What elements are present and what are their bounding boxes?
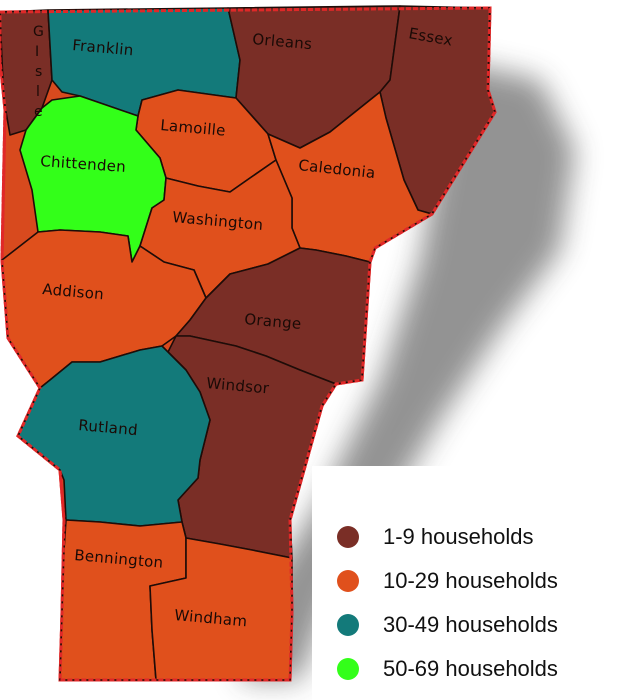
label-windsor: Windsor <box>206 374 271 397</box>
legend-label: 30-49 households <box>383 612 558 637</box>
grand-isle-letter: I <box>35 44 39 60</box>
label-orleans: Orleans <box>252 30 313 53</box>
legend-swatch-1-9 <box>337 526 359 548</box>
grand-isle-letter: e <box>34 104 43 120</box>
legend: 1-9 households 10-29 households 30-49 ho… <box>312 466 621 700</box>
legend-swatch-50-69 <box>337 658 359 680</box>
label-addison: Addison <box>42 280 105 303</box>
legend-item: 50-69 households <box>337 654 558 684</box>
legend-item: 30-49 households <box>337 610 558 640</box>
label-rutland: Rutland <box>78 416 139 439</box>
county-windham[interactable] <box>149 537 293 681</box>
label-franklin: Franklin <box>72 36 135 59</box>
legend-label: 10-29 households <box>383 568 558 593</box>
legend-swatch-30-49 <box>337 614 359 636</box>
legend-label: 1-9 households <box>383 524 534 549</box>
legend-label: 50-69 households <box>383 656 558 681</box>
county-rutland[interactable] <box>17 345 211 527</box>
label-lamoille: Lamoille <box>160 116 227 140</box>
state-border <box>0 6 497 682</box>
grand-isle-letter: G <box>33 24 44 40</box>
grand-isle-letter: l <box>36 84 40 100</box>
label-orange: Orange <box>244 310 303 333</box>
legend-swatch-10-29 <box>337 570 359 592</box>
legend-item: 1-9 households <box>337 522 533 552</box>
legend-item: 10-29 households <box>337 566 558 596</box>
grand-isle-letter: s <box>35 64 42 80</box>
label-grand-isle: G I s l e <box>33 24 44 120</box>
label-chittenden: Chittenden <box>40 152 127 176</box>
